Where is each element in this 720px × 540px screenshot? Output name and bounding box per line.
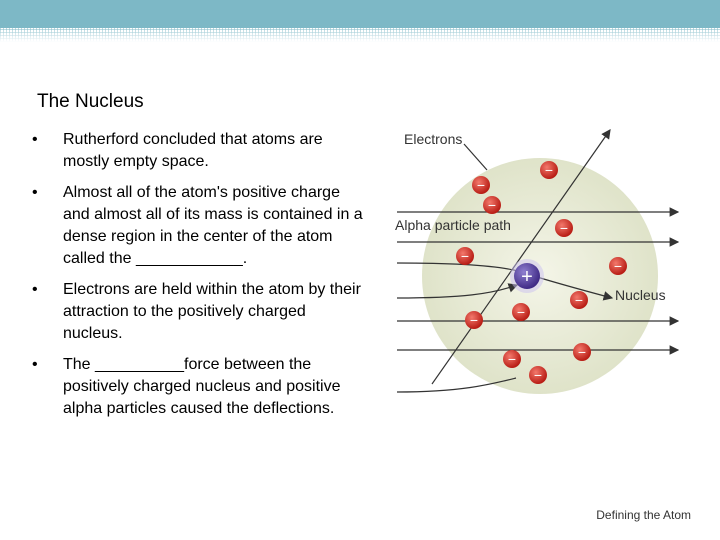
electron-sign: −: [614, 258, 622, 274]
electron: −: [483, 196, 501, 214]
electrons-leader-line: [463, 143, 488, 171]
electron-sign: −: [508, 351, 516, 367]
electron: −: [465, 311, 483, 329]
alpha-path-reflected: [396, 283, 519, 299]
bullet-text: Almost all of the atom's positive charge…: [63, 184, 363, 267]
electron: −: [555, 219, 573, 237]
electron-sign: −: [517, 304, 525, 320]
electrons: − − − − − − − − − − − −: [456, 161, 627, 384]
electron-sign: −: [534, 367, 542, 383]
bullet-item: • The __________force between the positi…: [28, 354, 368, 419]
bullet-list: • Rutherford concluded that atoms are mo…: [28, 129, 368, 429]
bullet-marker: •: [32, 184, 38, 202]
nucleus-sign: +: [521, 266, 533, 288]
electron: −: [570, 291, 588, 309]
electron: −: [472, 176, 490, 194]
bullet-marker: •: [32, 356, 38, 374]
bullet-item: • Rutherford concluded that atoms are mo…: [28, 129, 368, 172]
slide-title: The Nucleus: [37, 91, 144, 112]
rutherford-atom-figure: − − − − − − − − − − − − + Electrons Alph…: [392, 122, 682, 407]
bullet-marker: •: [32, 131, 38, 148]
banner-pattern: [0, 28, 720, 42]
electron: −: [503, 350, 521, 368]
electron-sign: −: [461, 248, 469, 264]
label-nucleus: Nucleus: [615, 287, 666, 303]
footer-text: Defining the Atom: [596, 508, 691, 522]
electron: −: [609, 257, 627, 275]
bullet-item: • Almost all of the atom's positive char…: [28, 182, 368, 269]
electron-sign: −: [560, 220, 568, 236]
bullet-text: The __________force between the positive…: [63, 356, 341, 417]
electron: −: [512, 303, 530, 321]
label-electrons: Electrons: [404, 131, 462, 147]
bullet-text: Rutherford concluded that atoms are most…: [63, 131, 323, 170]
electron: −: [540, 161, 558, 179]
electron: −: [573, 343, 591, 361]
electron: −: [529, 366, 547, 384]
bullet-item: • Electrons are held within the atom by …: [28, 279, 368, 344]
top-banner: [0, 0, 720, 28]
atom-diagram: − − − − − − − − − − − − + Electrons Alph…: [395, 129, 680, 394]
alpha-path-lower: [396, 377, 517, 393]
nucleus: +: [510, 259, 544, 293]
electron-sign: −: [470, 312, 478, 328]
bullet-text: Electrons are held within the atom by th…: [63, 281, 361, 342]
electron-sign: −: [477, 177, 485, 193]
bullet-marker: •: [32, 281, 38, 299]
label-alpha-path: Alpha particle path: [395, 217, 511, 233]
electron-sign: −: [488, 197, 496, 213]
electron: −: [456, 247, 474, 265]
electron-sign: −: [578, 344, 586, 360]
alpha-path-diagonal: [431, 129, 611, 385]
electron-sign: −: [545, 162, 553, 178]
electron-sign: −: [575, 292, 583, 308]
